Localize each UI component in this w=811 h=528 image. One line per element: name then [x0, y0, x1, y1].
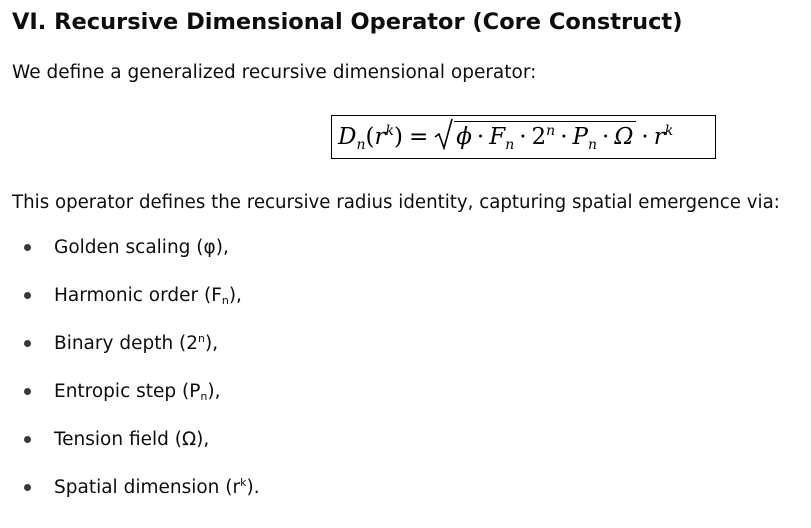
bullet-dot-icon — [24, 340, 31, 347]
formula-f-subscript: n — [505, 137, 515, 153]
formula-dot-5: · — [641, 124, 649, 150]
list-item-suffix: ), — [205, 333, 219, 354]
formula-open-paren: ( — [365, 124, 375, 150]
list-item-subscript: n — [221, 294, 229, 307]
intro-paragraph: We define a generalized recursive dimens… — [12, 62, 537, 83]
formula-rhs-r-superscript: k — [664, 123, 674, 139]
formula-phi: ϕ — [456, 124, 472, 150]
list-item: Tension field (Ω), — [0, 424, 500, 472]
bullet-dot-icon — [24, 244, 31, 251]
bullet-dot-icon — [24, 292, 31, 299]
bullet-dot-icon — [24, 388, 31, 395]
bullet-dot-icon — [24, 484, 31, 491]
formula-radicand: ϕ·Fn·2n·Pn·Ω — [454, 121, 637, 153]
list-item-main: Entropic step (P — [54, 381, 201, 402]
list-item-text: Tension field (Ω), — [54, 427, 209, 453]
list-item-main: Harmonic order (F — [54, 285, 222, 306]
list-item-text: Golden scaling (φ), — [54, 235, 229, 261]
formula-square-root: ϕ·Fn·2n·Pn·Ω — [434, 118, 637, 154]
list-item-superscript: k — [240, 476, 247, 489]
formula-f: F — [489, 124, 506, 150]
list-item-suffix: ), — [207, 381, 221, 402]
list-item: Binary depth (2n), — [0, 328, 500, 376]
list-item-text: Entropic step (Pn), — [54, 379, 221, 405]
formula-lhs-r-superscript: k — [385, 123, 394, 139]
operator-formula: Dn(rk)=ϕ·Fn·2n·Pn·Ω·rk — [338, 118, 674, 154]
formula-lhs-r: r — [374, 124, 386, 150]
list-item: Entropic step (Pn), — [0, 376, 500, 424]
formula-two-superscript: n — [546, 123, 556, 139]
formula-close-paren: ) — [393, 124, 403, 150]
list-item-subscript: n — [200, 390, 208, 403]
formula-p: P — [572, 124, 588, 150]
formula-d-subscript: n — [356, 137, 366, 153]
formula-p-subscript: n — [588, 137, 598, 153]
formula-two: 2 — [531, 124, 547, 150]
list-item: Golden scaling (φ), — [0, 232, 500, 280]
bullet-dot-icon — [24, 436, 31, 443]
list-item-text: Binary depth (2n), — [54, 331, 218, 357]
formula-box: Dn(rk)=ϕ·Fn·2n·Pn·Ω·rk — [331, 115, 716, 159]
list-item-text: Harmonic order (Fn), — [54, 283, 242, 309]
list-item-suffix: ). — [246, 477, 260, 498]
list-item-superscript: n — [198, 332, 206, 345]
list-item-main: Golden scaling (φ), — [54, 237, 229, 258]
formula-equals: = — [408, 124, 429, 150]
formula-dot-2: · — [519, 124, 527, 150]
list-item-suffix: ), — [228, 285, 242, 306]
list-item: Harmonic order (Fn), — [0, 280, 500, 328]
formula-dot-4: · — [602, 124, 610, 150]
formula-d-symbol: D — [338, 124, 357, 150]
list-item-main: Spatial dimension (r — [54, 477, 241, 498]
list-item-main: Tension field (Ω), — [54, 429, 210, 450]
description-paragraph: This operator defines the recursive radi… — [12, 192, 780, 213]
list-item-text: Spatial dimension (rk). — [54, 475, 260, 501]
formula-dot-3: · — [560, 124, 568, 150]
section-heading: VI. Recursive Dimensional Operator (Core… — [12, 9, 683, 35]
formula-dot-1: · — [476, 124, 485, 150]
component-list: Golden scaling (φ), Harmonic order (Fn),… — [0, 232, 500, 520]
formula-rhs-r: r — [653, 124, 665, 150]
list-item-main: Binary depth (2 — [54, 333, 199, 354]
formula-omega: Ω — [614, 124, 634, 150]
list-item: Spatial dimension (rk). — [0, 472, 500, 520]
square-root-icon — [434, 118, 453, 150]
